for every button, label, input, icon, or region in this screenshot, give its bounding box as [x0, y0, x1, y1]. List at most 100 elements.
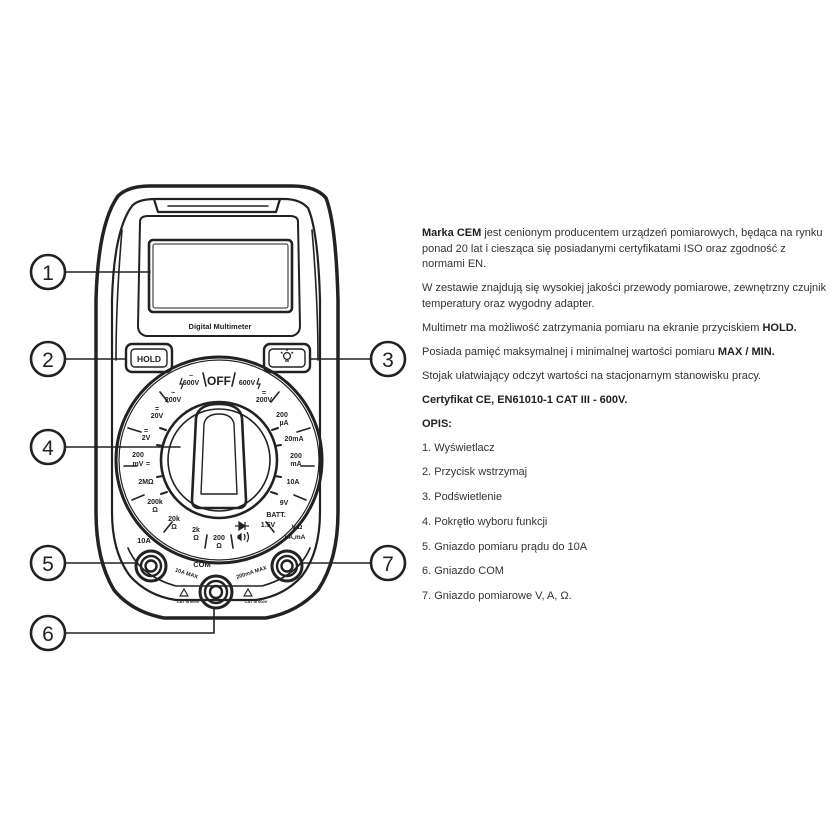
fuse-left-label: 10A MAX [174, 568, 199, 581]
dial-200vac-sym: ~ [171, 390, 175, 397]
intro-paragraph: Marka CEM jest cenionym producentem urzą… [422, 226, 827, 273]
dial-10a: 10A [287, 479, 300, 486]
dial-1v5: 1.5V [261, 522, 276, 529]
jack-10a [134, 549, 168, 583]
dial-200ua: 200 [276, 412, 288, 419]
dial-200mv-sym: = [146, 461, 150, 468]
callout-7-circle [369, 544, 407, 582]
jack-vohm-label: V,Ω [292, 524, 303, 531]
dial-2mohm: 2MΩ [138, 479, 154, 486]
callout-3-circle [369, 340, 407, 378]
diode-icon [235, 520, 249, 532]
memory-keyword: MAX / MIN. [717, 345, 775, 358]
dial-200kohm-unit: Ω [152, 507, 158, 514]
dial-batt: BATT. [266, 512, 285, 519]
dial-2v-sym: = [144, 428, 148, 435]
list-item: 6. Gniazdo COM [422, 565, 504, 578]
callout-5: 5 [42, 553, 54, 576]
dial-200vdc: 200V [256, 397, 273, 404]
list-item: 4. Pokrętło wyboru funkcji [422, 515, 548, 528]
callout-7: 7 [382, 553, 394, 576]
dial-20kohm-unit: Ω [171, 524, 177, 531]
memory-paragraph: Posiada pamięć maksymalnej i minimalnej … [422, 345, 775, 358]
jack-com-label: COM [193, 560, 211, 569]
list-title: OPIS: [422, 417, 452, 430]
callout-1-circle [29, 253, 67, 291]
list-item: 2. Przycisk wstrzymaj [422, 466, 528, 479]
list-item: 5. Gniazdo pomiaru prądu do 10A [422, 540, 588, 553]
dial-2kohm-unit: Ω [193, 535, 199, 542]
callout-6-circle [29, 614, 67, 652]
dial-200ohm: 200 [213, 535, 225, 542]
dial-200kohm: 200k [147, 499, 163, 506]
dial-200ma: 200 [290, 453, 302, 460]
warning-left-icon [179, 588, 189, 597]
hold-paragraph: Multimetr ma możliwość zatrzymania pomia… [422, 321, 797, 334]
dial-2kohm: 2k [192, 527, 200, 534]
lcd-display [147, 238, 294, 314]
rotary-knob-ring [159, 400, 279, 520]
list-item: 1. Wyświetlacz [422, 441, 495, 454]
jack-com [198, 574, 234, 610]
model-label: Digital Multimeter [189, 322, 252, 331]
dial-600vac-sym: ~ [189, 373, 193, 380]
jack-10a-label: 10A [137, 536, 151, 545]
dial-2v: 2V [142, 435, 151, 442]
callout-1: 1 [42, 262, 54, 285]
dial-200mv-unit: mV [133, 461, 144, 468]
parts-list: 1. Wyświetlacz 2. Przycisk wstrzymaj 3. … [422, 441, 827, 605]
hold-button [124, 342, 174, 374]
callout-4-circle [29, 428, 67, 466]
left-grip [115, 229, 123, 361]
dial-200mv: 200 [132, 452, 144, 459]
callout-2-circle [29, 340, 67, 378]
hold-keyword: HOLD. [762, 321, 797, 334]
dial-200ohm-unit: Ω [216, 543, 222, 550]
dial-200ua-unit: µA [279, 420, 288, 427]
backlight-bulb-icon [280, 349, 294, 362]
accessories-paragraph: W zestawie znajdują się wysokiej jakości… [422, 282, 827, 310]
backlight-button [262, 342, 312, 374]
dial-9v: 9V [280, 500, 289, 507]
dial-600vdc: 600V [239, 380, 256, 387]
face-panel [137, 215, 301, 337]
hold-button-label: HOLD [137, 354, 161, 364]
right-grip [311, 229, 319, 361]
fuse-right-label: 200mA MAX [236, 565, 268, 581]
high-voltage-left-icon [179, 377, 184, 390]
dial-20kohm: 20k [168, 516, 180, 523]
leader-lines [65, 271, 371, 634]
dial-200ma-unit: mA [290, 461, 301, 468]
holster-outline [94, 184, 340, 620]
dial-surround [114, 355, 324, 565]
high-voltage-right-icon [256, 377, 261, 390]
warning-right-icon [243, 588, 253, 597]
dial-200vdc-sym: = [262, 390, 266, 397]
top-clip [152, 197, 282, 214]
dial-200vac: 200V [165, 397, 182, 404]
dial-600vac: 600V [183, 380, 200, 387]
continuity-icon [237, 531, 250, 543]
stand-paragraph: Stojak ułatwiający odczyt wartości na st… [422, 369, 762, 382]
callout-6: 6 [42, 623, 54, 646]
dial-20v: 20V [151, 413, 164, 420]
callout-4: 4 [42, 437, 54, 460]
jack-vohm-label-2: µA,mA [285, 534, 306, 541]
product-description: Marka CEM jest cenionym producentem urzą… [422, 226, 827, 614]
list-item: 7. Gniazdo pomiarowe V, A, Ω. [422, 590, 572, 603]
brand-name: Marka CEM [422, 227, 482, 239]
callout-3: 3 [382, 349, 394, 372]
cat-left-label: CAT III 600V [177, 599, 200, 604]
intro-text: jest cenionym producentem urządzeń pomia… [422, 227, 823, 270]
cat-right-label: CAT III 600V [245, 599, 268, 604]
rotary-knob-pointer [190, 402, 248, 510]
certificate-paragraph: Certyfikat CE, EN61010-1 CAT III - 600V. [422, 393, 628, 406]
callout-5-circle [29, 544, 67, 582]
jack-v-ohm [270, 549, 304, 583]
list-item: 3. Podświetlenie [422, 491, 503, 504]
callout-2: 2 [42, 349, 54, 372]
body-outline [110, 197, 322, 602]
dial-off-label: OFF [207, 374, 231, 388]
dial-20ma: 20mA [284, 436, 303, 443]
